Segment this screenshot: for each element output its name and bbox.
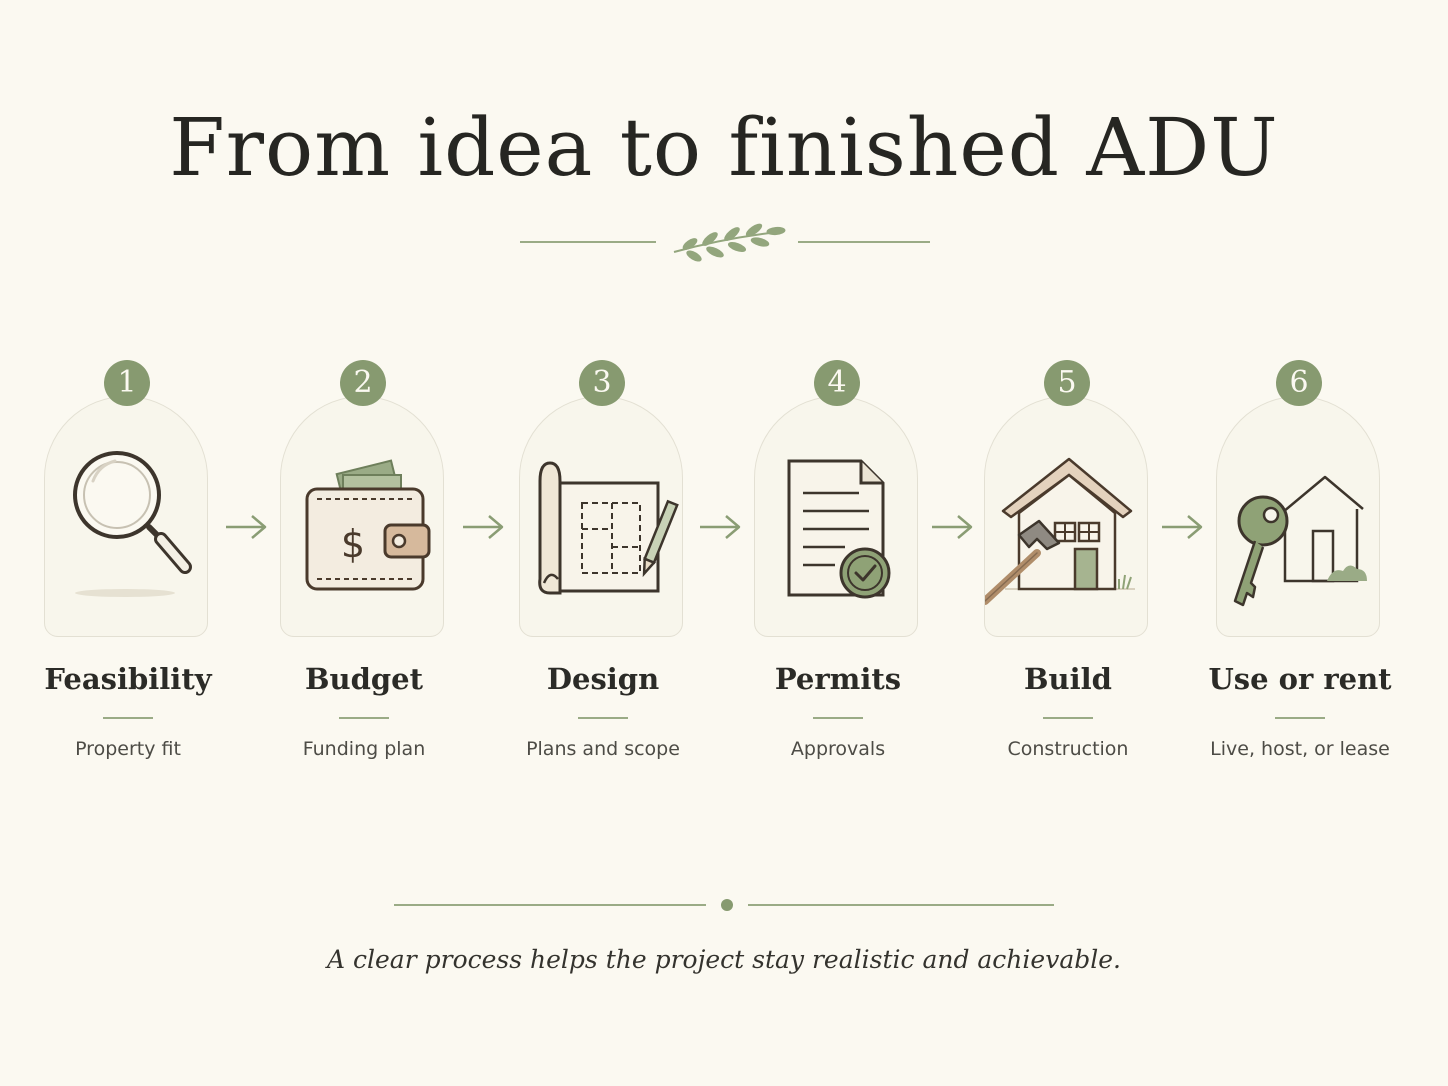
label-underline: [339, 717, 389, 719]
step-number-badge: 6: [1276, 360, 1322, 406]
step-card: [44, 396, 208, 637]
step-number-badge: 3: [579, 360, 625, 406]
step-budget: 2 $ Budget Funding plan: [254, 360, 474, 780]
step-card: [1216, 396, 1380, 637]
arrow-right-icon: [700, 515, 741, 539]
key-house-icon: [1233, 475, 1367, 607]
step-label: Design: [546, 662, 660, 696]
step-label: Budget: [305, 662, 423, 696]
approved-document-icon: [787, 459, 891, 599]
step-build: 5 Build Construction: [958, 360, 1178, 780]
label-underline: [1275, 717, 1325, 719]
step-card: $: [280, 396, 444, 637]
blueprint-icon: [538, 461, 679, 595]
step-card: [519, 396, 683, 637]
leaf-sprig-icon: [673, 223, 786, 262]
bottom-divider: [394, 899, 1054, 911]
step-label: Build: [1024, 662, 1112, 696]
step-subtitle: Live, host, or lease: [1210, 738, 1390, 760]
arrow-right-icon: [463, 515, 504, 539]
house-hammer-icon: [985, 457, 1135, 605]
step-subtitle: Funding plan: [302, 738, 426, 760]
step-label: Permits: [774, 662, 902, 696]
step-number-badge: 2: [340, 360, 386, 406]
step-card: [984, 396, 1148, 637]
svg-text:$: $: [341, 522, 365, 566]
step-design: 3 Design Plans and scope: [493, 360, 713, 780]
step-card: [754, 396, 918, 637]
arrow-right-icon: [932, 515, 973, 539]
label-underline: [813, 717, 863, 719]
step-use-or-rent: 6 Use or rent Live, host, or lease: [1190, 360, 1410, 780]
step-permits: 4 Permits Approvals: [728, 360, 948, 780]
label-underline: [1043, 717, 1093, 719]
step-label: Use or rent: [1208, 662, 1392, 696]
page-title: From idea to finished ADU: [169, 101, 1279, 194]
leaf-divider-ornament: [520, 223, 930, 262]
step-number-badge: 4: [814, 360, 860, 406]
magnifying-glass-icon: [73, 451, 192, 597]
label-underline: [578, 717, 628, 719]
label-underline: [103, 717, 153, 719]
step-number-badge: 5: [1044, 360, 1090, 406]
arrow-right-icon: [1162, 515, 1203, 539]
step-subtitle: Property fit: [75, 738, 181, 760]
step-feasibility: 1 Feasibility Property fit: [18, 360, 238, 780]
wallet-icon: $: [305, 459, 431, 591]
step-subtitle: Approvals: [790, 738, 886, 760]
step-number-badge: 1: [104, 360, 150, 406]
step-subtitle: Construction: [1007, 738, 1129, 760]
arrow-right-icon: [226, 515, 267, 539]
tagline: A clear process helps the project stay r…: [327, 945, 1121, 974]
step-label: Feasibility: [44, 662, 212, 696]
step-subtitle: Plans and scope: [526, 738, 680, 760]
